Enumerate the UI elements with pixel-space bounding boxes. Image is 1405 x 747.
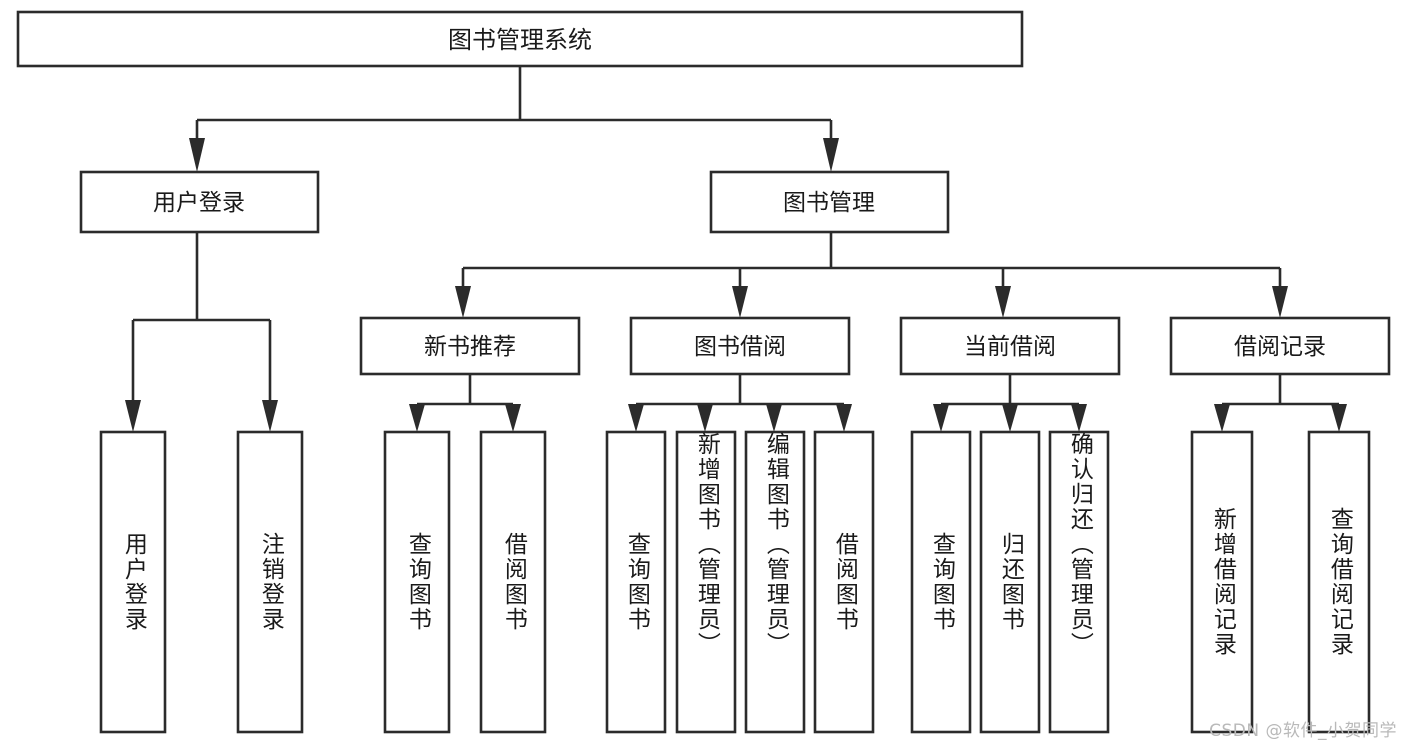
node-book-borrow-label: 图书借阅 xyxy=(694,334,786,360)
node-root-box[interactable] xyxy=(16,10,1024,68)
arrow-head-new-book-recommend xyxy=(455,286,471,318)
arrow-head-current-borrow xyxy=(995,286,1011,318)
arrow-head-book-borrow xyxy=(732,286,748,318)
leaf-add-record-box[interactable] xyxy=(1190,430,1254,734)
node-current-borrow-label: 当前借阅 xyxy=(964,334,1056,360)
arrow-head-leaf-confirm-return xyxy=(1071,404,1087,432)
node-book-management-box[interactable] xyxy=(709,170,950,234)
leaf-return-book-box[interactable] xyxy=(979,430,1041,734)
connector-group-book-management xyxy=(455,232,1288,318)
leaf-borrow-book-2-box[interactable] xyxy=(813,430,875,734)
leaf-add-book-box[interactable] xyxy=(675,430,737,734)
arrow-head-book-management xyxy=(823,138,839,172)
arrow-head-leaf-edit-book xyxy=(766,404,782,432)
node-book-borrow[interactable]: 图书借阅 xyxy=(629,316,851,376)
leaf-query-book-2-box[interactable] xyxy=(605,430,667,734)
arrow-head-leaf-query-book-1 xyxy=(409,404,425,432)
arrow-head-leaf-user-login xyxy=(125,400,141,432)
arrow-head-borrow-record xyxy=(1272,286,1288,318)
leaf-confirm-return-box[interactable] xyxy=(1048,430,1110,734)
node-root[interactable]: 图书管理系统 xyxy=(16,10,1024,68)
node-new-book-recommend[interactable]: 新书推荐 xyxy=(359,316,581,376)
node-borrow-record[interactable]: 借阅记录 xyxy=(1169,316,1391,376)
node-root-label: 图书管理系统 xyxy=(448,26,592,54)
arrow-head-leaf-borrow-book-2 xyxy=(836,404,852,432)
connector-group-book-borrow xyxy=(628,374,852,432)
leaf-query-record-box[interactable] xyxy=(1307,430,1371,734)
connector-group-current-borrow xyxy=(933,374,1087,432)
arrow-head-user-login xyxy=(189,138,205,172)
arrow-head-leaf-query-book-3 xyxy=(933,404,949,432)
leaf-borrow-book-1-box[interactable] xyxy=(479,430,547,734)
node-user-login[interactable]: 用户登录 xyxy=(79,170,320,234)
leaf-query-book-3-box[interactable] xyxy=(910,430,972,734)
arrow-head-leaf-query-book-2 xyxy=(628,404,644,432)
connector-group-new-book-recommend xyxy=(409,374,521,432)
node-book-management-label: 图书管理 xyxy=(783,190,875,216)
arrow-head-leaf-borrow-book-1 xyxy=(505,404,521,432)
node-user-login-box[interactable] xyxy=(79,170,320,234)
leaf-logout-login-box[interactable] xyxy=(236,430,304,734)
node-user-login-label: 用户登录 xyxy=(153,190,245,216)
connector-group-user-login xyxy=(125,232,278,432)
node-new-book-recommend-label: 新书推荐 xyxy=(424,334,516,360)
node-book-management[interactable]: 图书管理 xyxy=(709,170,950,234)
arrow-head-leaf-add-book xyxy=(697,404,713,432)
leaf-box-group xyxy=(99,430,1371,734)
node-book-borrow-box[interactable] xyxy=(629,316,851,376)
leaf-edit-book-box[interactable] xyxy=(744,430,806,734)
connector-group-root xyxy=(189,66,839,172)
node-current-borrow[interactable]: 当前借阅 xyxy=(899,316,1121,376)
node-current-borrow-box[interactable] xyxy=(899,316,1121,376)
node-new-book-recommend-box[interactable] xyxy=(359,316,581,376)
leaf-user-login-box[interactable] xyxy=(99,430,167,734)
node-borrow-record-label: 借阅记录 xyxy=(1234,334,1326,360)
node-borrow-record-box[interactable] xyxy=(1169,316,1391,376)
arrow-head-leaf-return-book xyxy=(1002,404,1018,432)
arrow-head-leaf-add-record xyxy=(1214,404,1230,432)
connector-group-borrow-record xyxy=(1214,374,1347,432)
watermark-text: CSDN @软件_小贺同学 xyxy=(1209,721,1397,741)
arrow-head-leaf-query-record xyxy=(1331,404,1347,432)
arrow-head-leaf-logout-login xyxy=(262,400,278,432)
leaf-query-book-1-box[interactable] xyxy=(383,430,451,734)
